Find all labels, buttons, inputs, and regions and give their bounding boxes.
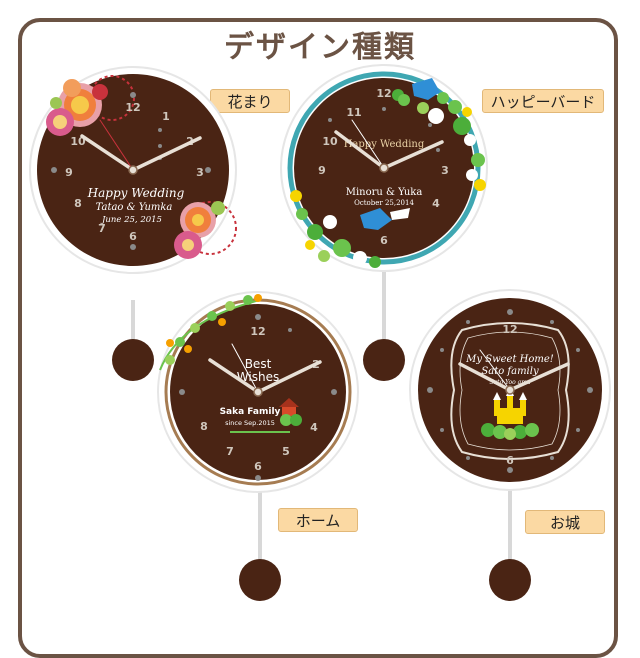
face-line-1: Happy Wedding: [344, 139, 425, 150]
numeral-6: 6: [129, 230, 137, 243]
numeral-8: 8: [74, 197, 82, 210]
design-label-hanamari: 花まり: [210, 89, 290, 113]
design-label-home: ホーム: [278, 508, 358, 532]
face-line-1: My Sweet Home!: [465, 354, 554, 365]
clock-hands: [80, 119, 202, 172]
bird-banner-icon: [360, 208, 410, 230]
face-line-2: Wishes: [237, 370, 279, 384]
numeral-6: 6: [506, 454, 514, 467]
hour-dots: [427, 309, 593, 473]
numeral-12: 12: [250, 325, 265, 338]
clock-hands: [208, 343, 322, 394]
numeral-12: 12: [125, 101, 140, 114]
face-line-3: Sato Yoo ama: [489, 379, 530, 386]
clock-hanamari: 12 3 6 9 1 2 7 8 10 Happy Wedding Tatao …: [29, 66, 237, 381]
clock-happy-bird: 12 3 6 9 4 10 11 Happy Wedding Minoru & …: [280, 64, 488, 381]
numeral-10: 10: [322, 135, 338, 148]
face-line-2: Tatao & Yumka: [96, 202, 173, 213]
clock-hands: [458, 349, 570, 392]
face-line-3: June 25, 2015: [100, 215, 162, 225]
numeral-7: 7: [98, 222, 106, 235]
numeral-8: 8: [200, 420, 208, 433]
clock-home: 12 2 4 5 6 7 8 Best Wishes Saka Family s…: [157, 291, 359, 601]
numeral-1: 1: [162, 110, 170, 123]
clock-castle: 12 6 My Sweet Home! Sato family Sato Yoo…: [409, 289, 611, 601]
face-line-3: October 25,2014: [354, 199, 414, 207]
flower-ball-decoration: [46, 75, 135, 136]
numeral-9: 9: [318, 164, 326, 177]
numeral-10: 10: [70, 135, 86, 148]
numeral-3: 3: [196, 166, 204, 179]
vine-decoration: [159, 294, 262, 371]
clock-hands: [334, 119, 444, 170]
pendulum-bob: [489, 559, 531, 601]
face-line-3: Saka Family: [220, 407, 281, 417]
numeral-6: 6: [254, 460, 262, 473]
numeral-11: 11: [346, 106, 361, 119]
numeral-4: 4: [310, 421, 318, 434]
hour-dots: [179, 314, 337, 481]
flower-ball-decoration-lower: [174, 201, 237, 259]
numeral-7: 7: [226, 445, 234, 458]
numeral-12: 12: [502, 323, 517, 336]
numeral-9: 9: [65, 166, 73, 179]
face-line-1: Happy Wedding: [87, 186, 185, 200]
numeral-3: 3: [441, 164, 449, 177]
page-title: デザイン種類: [224, 30, 416, 65]
design-label-castle: お城: [525, 510, 605, 534]
numeral-12: 12: [376, 87, 391, 100]
castle-icon: [481, 386, 539, 440]
face-line-4: since Sep.2015: [225, 419, 275, 427]
numeral-5: 5: [282, 445, 290, 458]
face-line-1: Best: [245, 357, 272, 371]
design-label-happy-bird: ハッピーバード: [482, 89, 604, 113]
hour-dots: [328, 107, 440, 152]
ornate-frame: [450, 322, 570, 460]
leaf-decoration-lower: [290, 190, 381, 268]
numeral-4: 4: [432, 197, 440, 210]
house-icon: [230, 398, 302, 433]
pendulum-bob: [239, 559, 281, 601]
face-line-2: Sato family: [481, 366, 539, 377]
ornate-frame-inner: [459, 331, 561, 451]
numeral-6: 6: [380, 234, 388, 247]
face-line-2: Minoru & Yuka: [346, 187, 423, 198]
bird-icon: [412, 78, 440, 100]
clock-illustrations: 12 3 6 9 1 2 7 8 10 Happy Wedding Tatao …: [29, 64, 611, 601]
teal-ring: [287, 71, 481, 265]
pendulum-bob: [112, 339, 154, 381]
pendulum-bob: [363, 339, 405, 381]
leaf-decoration: [392, 89, 486, 191]
